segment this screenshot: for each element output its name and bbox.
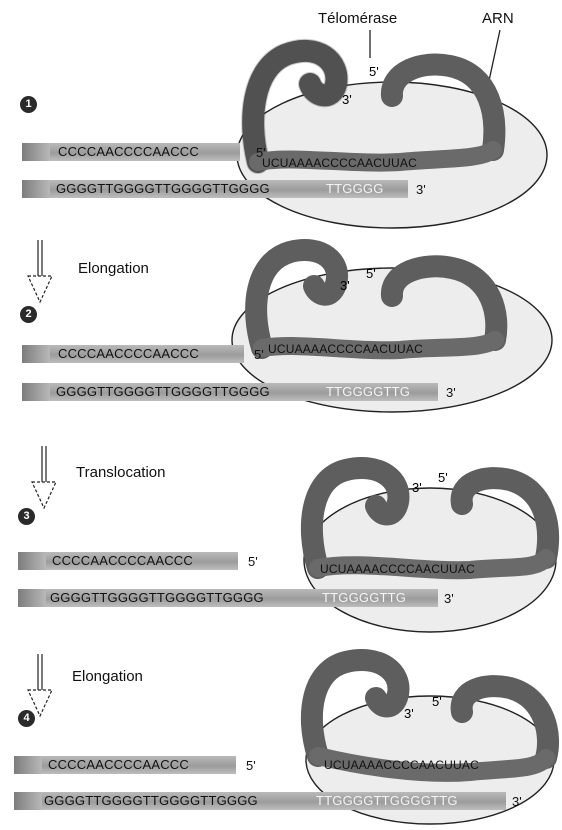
step-4-top-5prime: 5' [246,758,256,773]
step-4-bottom-seq: GGGGTTGGGGTTGGGGTTGGGG [44,792,258,810]
step-4-bottom-new: TTGGGGTTGGGGTTG [316,792,458,810]
step-4-bottom-3prime: 3' [512,794,522,809]
step-4-top-seq: CCCCAACCCCAACCC [48,756,189,774]
svg-text:5': 5' [432,694,442,709]
svg-text:3': 3' [404,706,414,721]
step-4-rna-template: UCUAAAACCCCAACUUAC [324,756,479,774]
